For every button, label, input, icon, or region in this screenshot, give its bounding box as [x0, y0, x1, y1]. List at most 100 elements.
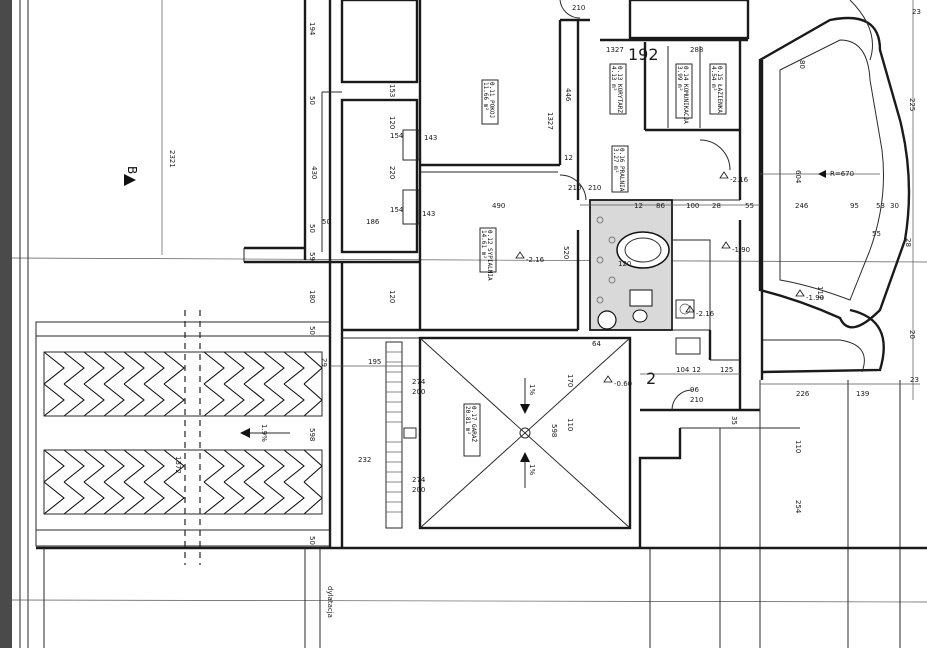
- dim-50-a: 50: [308, 96, 316, 105]
- garage-outline: [418, 336, 632, 530]
- dim-top-288: 288: [690, 46, 703, 54]
- dim-232: 232: [358, 456, 371, 464]
- drive-direction-arrowhead: [240, 428, 250, 438]
- post-icon: [403, 427, 417, 439]
- svg-text:-1.90: -1.90: [806, 294, 824, 302]
- svg-text:0.16 PRALNIA: 0.16 PRALNIA: [618, 148, 625, 192]
- dim-186: 186: [366, 218, 380, 226]
- spot-height-4: -2.16: [685, 305, 715, 318]
- slope-label-2: 1%: [528, 464, 536, 475]
- dim-110-garage: 110: [566, 418, 574, 431]
- svg-text:-1.90: -1.90: [732, 246, 750, 254]
- radius-arrowhead: [818, 170, 826, 178]
- dim-120-bath: 120: [618, 260, 631, 268]
- svg-text:0.15 ŁAZIENKA: 0.15 ŁAZIENKA: [716, 66, 723, 113]
- dim-154-b: 154: [390, 206, 404, 214]
- round-column-top: [849, 0, 873, 61]
- dim-104: 104: [676, 366, 690, 374]
- dim-23-a: 23: [912, 8, 921, 16]
- dim-row-28: 28: [712, 202, 721, 210]
- paper-fold-line: [11, 257, 927, 263]
- spot-height-1: -2.16: [515, 251, 545, 264]
- spot-height-6: -1.90: [795, 289, 824, 302]
- dim-50-d: 50: [308, 536, 316, 545]
- dim-274-b: 274: [412, 476, 426, 484]
- door-swing-2: [699, 139, 731, 171]
- dim-64: 64: [592, 340, 601, 348]
- bathtub-inner: [624, 237, 662, 263]
- bathtub-icon: [616, 231, 670, 269]
- driveway-paving-lower: [43, 449, 323, 515]
- dim-top-480: 1327: [606, 46, 624, 54]
- svg-text:0.11 POKOJ: 0.11 POKOJ: [488, 82, 495, 118]
- washing-machine-drum-icon: [679, 303, 691, 315]
- dim-row-246: 246: [795, 202, 809, 210]
- paper-fold-line-lower: [11, 599, 927, 603]
- door-swing-top: [559, 0, 581, 19]
- curved-terrace-inner: [779, 39, 884, 301]
- room-label-0-13: 0.13 KORYTARZ 4.13 m²: [609, 63, 627, 115]
- dim-1372: 1372: [174, 456, 182, 474]
- svg-text:-2.16: -2.16: [696, 310, 715, 318]
- stair-treads: [386, 351, 402, 513]
- room-label-0-15: 0.15 ŁAZIENKA 4.54 m²: [709, 63, 727, 115]
- dim-430: 430: [310, 166, 318, 179]
- dim-195: 195: [368, 358, 381, 366]
- slope-arrowhead-2: [520, 452, 530, 462]
- svg-text:0.14 KOMUNIKACJA: 0.14 KOMUNIKACJA: [682, 66, 689, 124]
- svg-text:3.99 m²: 3.99 m²: [676, 66, 683, 91]
- dim-139: 139: [856, 390, 869, 398]
- dim-12-b: 12: [564, 154, 573, 162]
- drive-slope-label: 1.9%: [260, 424, 268, 442]
- toilet-icon: [632, 309, 648, 323]
- dim-1327: 1327: [546, 112, 554, 130]
- dim-604: 604: [794, 170, 802, 184]
- dim-117: 117: [816, 286, 824, 299]
- svg-text:0.12 SYPIALNIA: 0.12 SYPIALNIA: [486, 230, 493, 281]
- boiler-icon: [675, 337, 701, 355]
- svg-text:4.54 m²: 4.54 m²: [710, 66, 717, 91]
- wall-top-room: [628, 0, 750, 40]
- dim-29: 29: [320, 358, 328, 367]
- room-label-0-12: 0.12 SYPIALNIA 14.61 m²: [479, 227, 497, 281]
- dim-12: 12: [692, 366, 701, 374]
- garage-drain-icon: [519, 427, 531, 439]
- svg-text:3.27 m²: 3.27 m²: [612, 148, 619, 173]
- dim-210-c: 210: [588, 184, 601, 192]
- dim-50-c: 50: [308, 326, 316, 335]
- dim-143-a: 143: [424, 134, 437, 142]
- dim-446: 446: [564, 88, 572, 102]
- wall-steps-outline: [638, 428, 682, 548]
- dim-120-a: 120: [388, 116, 396, 129]
- dim-194: 194: [308, 22, 316, 36]
- dim-125: 125: [720, 366, 733, 374]
- dim-row-30: 30: [890, 202, 899, 210]
- svg-text:-0.60: -0.60: [614, 380, 632, 388]
- svg-text:11.66 m²: 11.66 m²: [482, 82, 489, 111]
- door-swing-entry: [671, 389, 693, 411]
- svg-text:4.13 m²: 4.13 m²: [610, 66, 617, 91]
- room-label-0-16: 0.16 PRALNIA 3.27 m²: [611, 145, 629, 193]
- slope-label-1: 1%: [528, 384, 536, 395]
- dim-59: 59: [308, 252, 316, 261]
- room-label-0-14: 0.14 KOMUNIKACJA 3.99 m²: [675, 63, 693, 124]
- wall-block-middle: [340, 98, 419, 254]
- svg-text:-2.16: -2.16: [526, 256, 545, 264]
- binder-edge: [0, 0, 12, 648]
- dim-170: 170: [566, 374, 574, 387]
- dim-120-b: 120: [388, 290, 396, 303]
- note-dylatacja: dylatacja: [326, 586, 334, 618]
- dim-200-a: 200: [412, 388, 425, 396]
- laundry-room: [671, 239, 711, 331]
- svg-text:14.61 m²: 14.61 m²: [480, 230, 487, 259]
- dim-row-55: 55: [745, 202, 754, 210]
- svg-text:0.13 KORYTARZ: 0.13 KORYTARZ: [616, 66, 623, 113]
- driveway-paving-upper: [43, 351, 323, 417]
- washbasin-icon: [629, 289, 653, 307]
- slope-arrowhead-1: [520, 404, 530, 414]
- svg-text:-2.16: -2.16: [730, 176, 749, 184]
- door-swing-1: [559, 174, 587, 201]
- sink-icon: [597, 310, 617, 330]
- svg-text:0.17 GARAŻ: 0.17 GARAŻ: [470, 406, 477, 443]
- dim-12-c: 12: [634, 202, 643, 210]
